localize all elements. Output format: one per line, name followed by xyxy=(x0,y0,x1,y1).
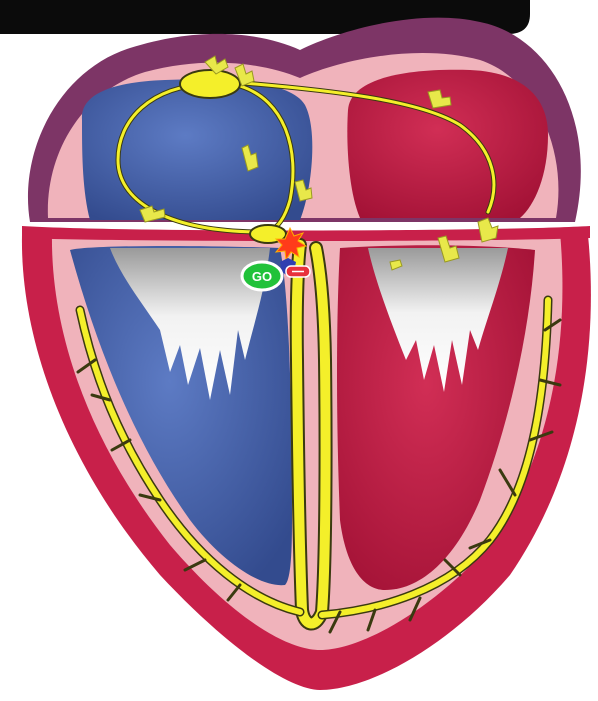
stop-signal-icon xyxy=(286,266,310,277)
go-badge-label: GO xyxy=(252,269,272,284)
left-atrium xyxy=(347,70,548,218)
sa-node xyxy=(180,70,240,98)
av-groove xyxy=(22,226,590,241)
go-signal-icon: GO xyxy=(242,262,282,290)
